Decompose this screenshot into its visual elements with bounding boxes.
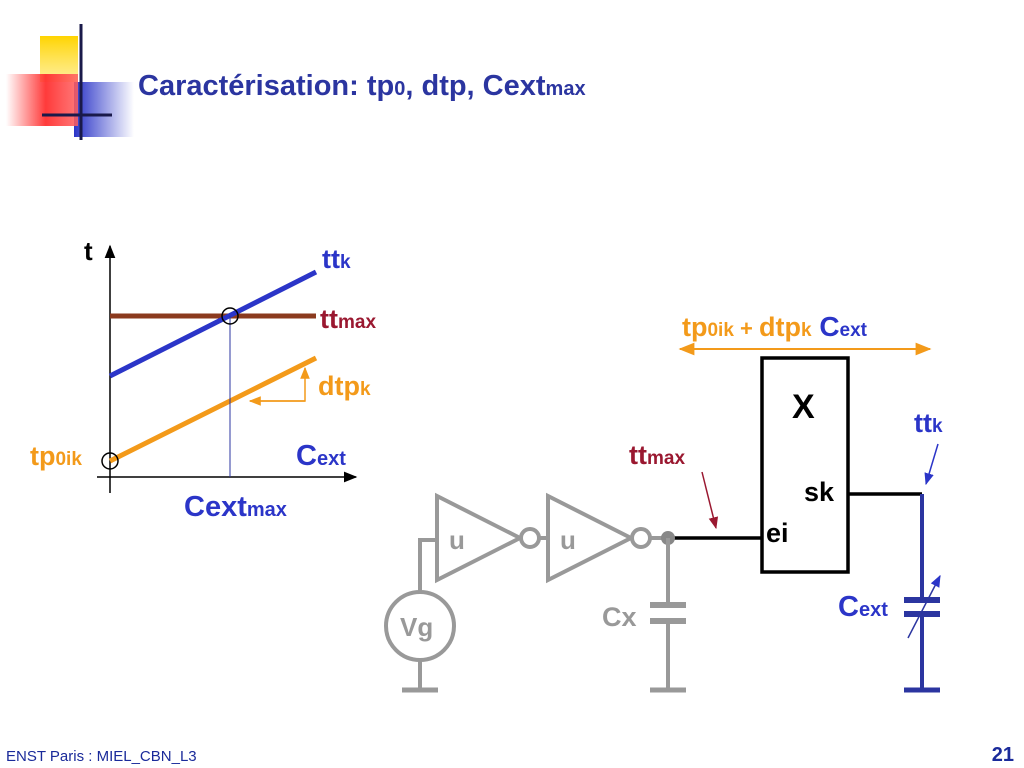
- source-vg: Vg: [384, 538, 456, 693]
- page-number: 21: [991, 744, 1014, 766]
- red-square: [6, 74, 78, 126]
- buffer-1-label: u: [449, 525, 465, 555]
- circuit-ttmax-label: ttmax: [629, 440, 685, 470]
- vg-label: Vg: [400, 612, 433, 642]
- y-axis-label: t: [84, 236, 93, 266]
- cx-label: Cx: [602, 602, 637, 632]
- ttk-label: ttk: [322, 244, 351, 274]
- title-sub-max: max: [545, 78, 586, 100]
- delay-expression: tp0ik + dtpk Cext: [682, 311, 868, 342]
- header-decoration: [6, 24, 1000, 140]
- pin-sk-label: sk: [804, 477, 835, 507]
- capacitor-cx: [650, 538, 686, 693]
- circuit-cext-label: Cext: [838, 591, 888, 623]
- title-sub-0: 0: [394, 78, 406, 100]
- buffer-2-label: u: [560, 525, 576, 555]
- intersection-marker: [221, 307, 239, 325]
- ttmax-label: ttmax: [320, 304, 376, 334]
- cextmax-label: Cextmax: [184, 491, 287, 523]
- cext-axis-label: Cext: [296, 440, 346, 472]
- circuit-ttk-label: ttk: [914, 408, 943, 438]
- title-mid: , dtp, Cext: [405, 70, 546, 102]
- pin-ei-label: ei: [766, 518, 789, 548]
- cell-x-box: [760, 356, 850, 574]
- dtpk-line: [108, 355, 318, 464]
- ttk-pointer: [924, 443, 939, 486]
- tp0ik-label: tp0ik: [30, 441, 82, 471]
- blue-square: [74, 82, 134, 137]
- cell-x-label: X: [792, 388, 815, 426]
- buffer-1: u: [435, 492, 548, 584]
- footer-source: ENST Paris : MIEL_CBN_L3: [6, 748, 197, 765]
- slide-title: Caractérisation: tp0, dtp, Cextmax: [138, 70, 586, 103]
- dtpk-label: dtpk: [318, 371, 371, 401]
- ttmax-pointer: [701, 471, 719, 530]
- title-main: Caractérisation: tp: [138, 70, 395, 102]
- capacitor-cext: [904, 494, 941, 693]
- ttk-line: [108, 269, 318, 379]
- buffer-2: u: [546, 492, 668, 584]
- intercept-marker: [101, 452, 119, 470]
